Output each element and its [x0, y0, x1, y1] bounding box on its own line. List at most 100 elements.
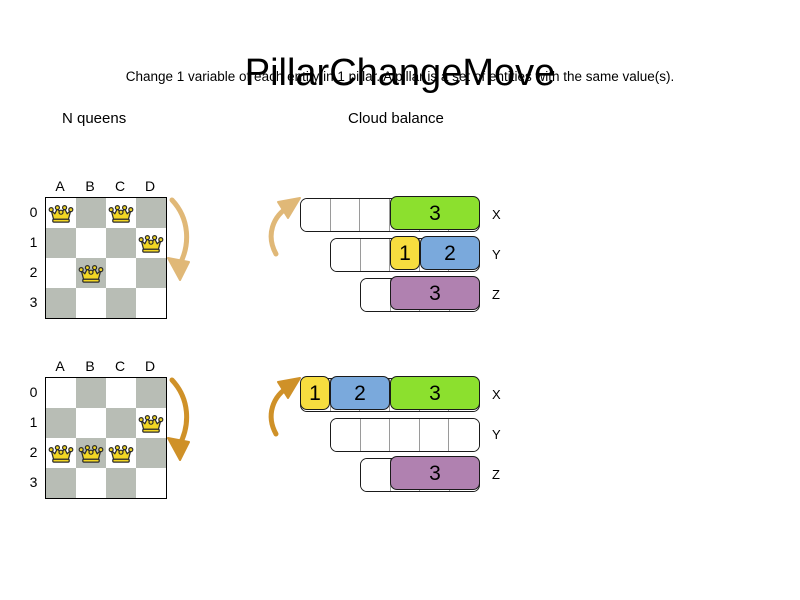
cloud-segment-green[interactable]: 3 — [390, 376, 480, 411]
board-column-label-c: C — [114, 178, 126, 194]
board-cell-a1[interactable] — [46, 228, 76, 258]
page-subtitle: Change 1 variable of each entity in 1 pi… — [125, 69, 675, 84]
board-row — [46, 258, 166, 288]
queen-icon — [108, 444, 134, 463]
board-cell-b1[interactable] — [76, 408, 106, 438]
cloud-row-label-y: Y — [492, 247, 501, 262]
board-row — [46, 408, 166, 438]
cloud-empty-cell — [419, 419, 450, 451]
cloud-empty-cell — [361, 459, 391, 491]
board-cell-c3[interactable] — [106, 468, 136, 498]
page-title: PillarChangeMove — [244, 52, 556, 95]
cloud-empty-cell — [301, 199, 331, 231]
board-cell-b0[interactable] — [76, 378, 106, 408]
board-column-label-a: A — [55, 358, 65, 374]
board-cell-b3[interactable] — [76, 288, 106, 318]
queen-icon — [78, 444, 104, 463]
board-row-label-3: 3 — [29, 294, 38, 310]
board-cell-d3[interactable] — [136, 468, 166, 498]
board-row — [46, 468, 166, 498]
cloud-segment-green[interactable]: 3 — [390, 196, 480, 231]
board-cell-c1[interactable] — [106, 408, 136, 438]
cloud-empty-cell — [361, 279, 391, 311]
board-cell-a0[interactable] — [46, 198, 76, 228]
cloud-empty-cell — [331, 419, 361, 451]
cloud-segment-purple[interactable]: 3 — [390, 456, 480, 491]
board-cell-c2[interactable] — [106, 258, 136, 288]
cloud-row-label-x: X — [492, 207, 501, 222]
board-cell-d0[interactable] — [136, 378, 166, 408]
board-cell-d0[interactable] — [136, 198, 166, 228]
cloud-segment-yellow[interactable]: 1 — [390, 236, 420, 271]
cloud-segment-yellow[interactable]: 1 — [300, 376, 330, 411]
cloud-row-label-z: Z — [492, 467, 500, 482]
section-heading-nqueens: N queens — [62, 110, 127, 127]
move-arrow-nqueens-after — [167, 377, 190, 461]
board-cell-a2[interactable] — [46, 438, 76, 468]
cloud-empty-cell — [360, 419, 391, 451]
board-cell-a2[interactable] — [46, 258, 76, 288]
board-row — [46, 228, 166, 258]
board-column-label-b: B — [85, 358, 95, 374]
cloud-row-label-y: Y — [492, 427, 501, 442]
move-arrow-cloud-after — [268, 377, 301, 437]
board-cell-b0[interactable] — [76, 198, 106, 228]
board-cell-c1[interactable] — [106, 228, 136, 258]
board-row-label-1: 1 — [29, 414, 38, 430]
board-cell-b2[interactable] — [76, 438, 106, 468]
board-cell-b3[interactable] — [76, 468, 106, 498]
move-arrow-cloud-before — [268, 197, 301, 257]
cloud-bar-track[interactable] — [330, 418, 480, 452]
board-grid[interactable] — [45, 197, 167, 319]
board-column-label-c: C — [114, 358, 126, 374]
board-cell-a3[interactable] — [46, 468, 76, 498]
cloud-row-y: Y — [330, 418, 501, 452]
board-row — [46, 438, 166, 468]
board-cell-d3[interactable] — [136, 288, 166, 318]
board-row — [46, 378, 166, 408]
board-cell-b2[interactable] — [76, 258, 106, 288]
board-row-label-2: 2 — [29, 264, 38, 280]
board-cell-c3[interactable] — [106, 288, 136, 318]
cloud-row-label-x: X — [492, 387, 501, 402]
board-cell-c2[interactable] — [106, 438, 136, 468]
cloud-empty-cell — [449, 419, 479, 451]
board-column-label-d: D — [144, 358, 156, 374]
board-cell-b1[interactable] — [76, 228, 106, 258]
board-cell-d1[interactable] — [136, 408, 166, 438]
board-cell-d1[interactable] — [136, 228, 166, 258]
queen-icon — [48, 444, 74, 463]
board-row — [46, 288, 166, 318]
cloud-empty-cell — [390, 419, 420, 451]
cloud-segment-blue[interactable]: 2 — [330, 376, 390, 411]
board-cell-d2[interactable] — [136, 258, 166, 288]
board-row — [46, 198, 166, 228]
board-row-label-0: 0 — [29, 204, 38, 220]
section-heading-cloud: Cloud balance — [348, 110, 444, 127]
board-row-label-2: 2 — [29, 444, 38, 460]
board-grid[interactable] — [45, 377, 167, 499]
board-cell-c0[interactable] — [106, 378, 136, 408]
queen-icon — [108, 204, 134, 223]
board-column-labels: A B C D — [45, 358, 165, 377]
board-cell-a3[interactable] — [46, 288, 76, 318]
queen-icon — [138, 234, 164, 253]
move-arrow-nqueens-before — [167, 197, 190, 281]
board-cell-a0[interactable] — [46, 378, 76, 408]
cloud-segment-blue[interactable]: 2 — [420, 236, 480, 271]
cloud-empty-cell — [331, 239, 361, 271]
board-column-label-a: A — [55, 178, 65, 194]
board-cell-c0[interactable] — [106, 198, 136, 228]
board-cell-d2[interactable] — [136, 438, 166, 468]
cloud-row-label-z: Z — [492, 287, 500, 302]
board-cell-a1[interactable] — [46, 408, 76, 438]
cloud-segment-purple[interactable]: 3 — [390, 276, 480, 311]
